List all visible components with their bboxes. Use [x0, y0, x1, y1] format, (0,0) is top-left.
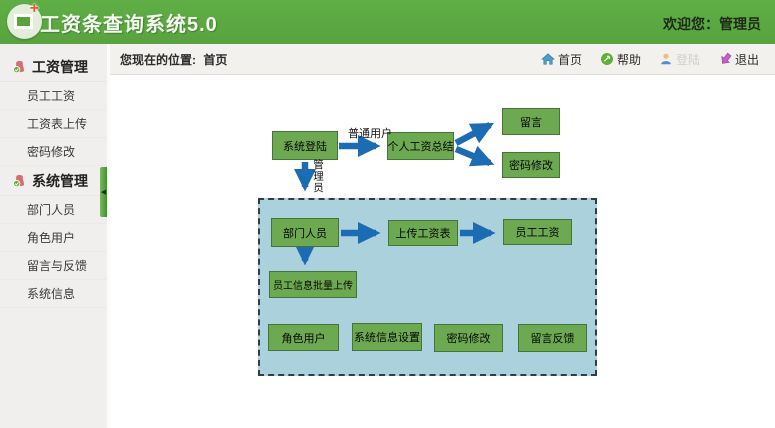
edge-label-normal-user: 普通用户	[348, 128, 392, 140]
user-icon	[661, 53, 671, 65]
home-link-label: 首页	[557, 52, 582, 67]
node-upload-salary-sheet: 上传工资表	[388, 220, 458, 246]
sidebar-group-salary-management[interactable]: 工资管理	[0, 52, 107, 82]
top-links: 首页 帮助 登陆 退出	[541, 51, 759, 68]
node-message-feedback: 留言反馈	[518, 324, 587, 352]
sidebar: 工资管理 员工工资 工资表上传 密码修改 系统管理 部门人员 角色用户 留言与反…	[0, 44, 110, 428]
node-system-login: 系统登陆	[272, 131, 338, 160]
node-system-info-settings: 系统信息设置	[352, 323, 422, 351]
salary-group-icon	[13, 60, 25, 74]
sidebar-group-system-management[interactable]: 系统管理	[0, 166, 107, 196]
flow-arrows	[293, 122, 496, 266]
node-password-change-bottom: 密码修改	[434, 324, 503, 352]
node-password-change-top: 密码修改	[502, 152, 560, 178]
edge-label-admin: 管理员	[312, 159, 324, 194]
welcome-text: 欢迎您：管理员	[663, 16, 761, 32]
help-link-label: 帮助	[616, 52, 641, 67]
node-personal-salary-summary: 个人工资总结	[387, 132, 454, 160]
breadcrumb-label: 您现在的位置:	[120, 52, 196, 67]
sidebar-group-label: 系统管理	[32, 172, 88, 189]
home-icon	[541, 53, 555, 65]
login-link-label: 登陆	[675, 52, 700, 67]
app-header: + 工资条查询系统5.0 欢迎您：管理员	[0, 0, 775, 44]
main-content: 您现在的位置: 首页 首页 帮助 登陆	[110, 44, 775, 428]
node-department-staff: 部门人员	[271, 218, 339, 247]
sidebar-item-department-staff[interactable]: 部门人员	[0, 196, 107, 224]
logo-plus-icon: +	[29, 0, 39, 17]
breadcrumb-current: 首页	[203, 52, 228, 67]
sidebar-collapse-handle[interactable]: ◀	[100, 167, 107, 217]
sidebar-group-label: 工资管理	[32, 58, 88, 75]
breadcrumb: 您现在的位置: 首页	[120, 51, 227, 68]
sidebar-item-system-info[interactable]: 系统信息	[0, 280, 107, 308]
help-link[interactable]: 帮助	[600, 51, 641, 68]
sidebar-item-password-change[interactable]: 密码修改	[0, 138, 107, 166]
logout-icon	[721, 52, 732, 64]
home-link[interactable]: 首页	[541, 51, 582, 68]
sidebar-item-role-users[interactable]: 角色用户	[0, 224, 107, 252]
app-title: 工资条查询系统5.0	[40, 13, 218, 36]
node-employee-info-batch-upload: 员工信息批量上传	[269, 271, 357, 298]
login-link[interactable]: 登陆	[659, 51, 700, 68]
flowchart-canvas: 系统登陆 个人工资总结 留言 密码修改 部门人员 上传工资表 员工工资 员工信息…	[110, 75, 775, 428]
logout-link-label: 退出	[734, 52, 759, 67]
node-employee-salary: 员工工资	[503, 219, 572, 245]
logo-square	[14, 14, 33, 29]
sidebar-item-salary-upload[interactable]: 工资表上传	[0, 110, 107, 138]
node-role-users: 角色用户	[268, 324, 339, 351]
app-logo-icon: +	[7, 0, 42, 39]
help-icon	[601, 53, 613, 65]
breadcrumb-bar: 您现在的位置: 首页 首页 帮助 登陆	[110, 44, 775, 75]
logout-link[interactable]: 退出	[718, 51, 759, 68]
node-message: 留言	[502, 108, 560, 135]
sidebar-item-messages-feedback[interactable]: 留言与反馈	[0, 252, 107, 280]
system-group-icon	[13, 174, 25, 188]
sidebar-item-employee-salary[interactable]: 员工工资	[0, 82, 107, 110]
